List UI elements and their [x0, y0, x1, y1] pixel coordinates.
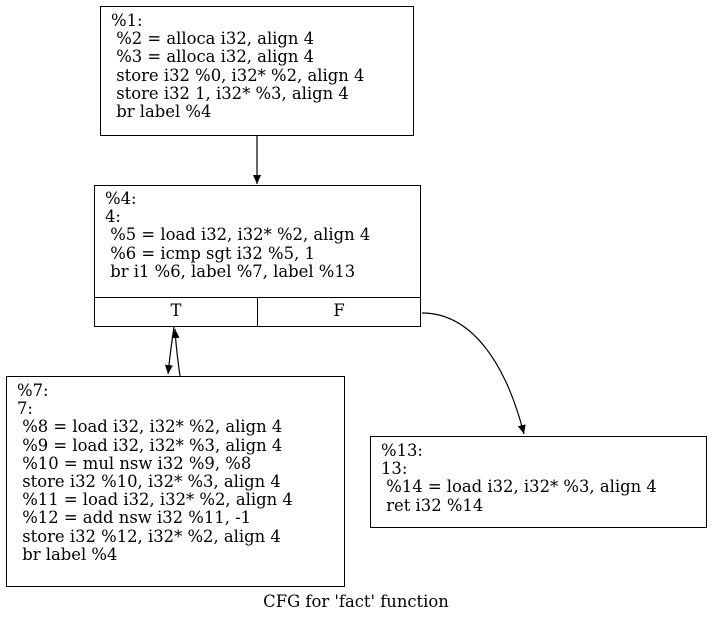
basic-block-4-code: %4: 4: %5 = load i32, i32* %2, align 4 %… — [105, 189, 371, 281]
port-true: T — [170, 301, 182, 320]
branch-ports: T F — [95, 297, 420, 326]
basic-block-13-code: %13: 13: %14 = load i32, i32* %3, align … — [381, 441, 657, 515]
basic-block-7: %7: 7: %8 = load i32, i32* %2, align 4 %… — [6, 376, 345, 587]
edge-4-false-to-13 — [421, 312, 526, 435]
diagram-caption: CFG for 'fact' function — [263, 592, 449, 611]
edge-7-to-4 — [171, 328, 181, 377]
edge-4-true-to-7 — [164, 326, 175, 375]
port-false: F — [257, 298, 420, 326]
basic-block-1-code: %1: %2 = alloca i32, align 4 %3 = alloca… — [111, 11, 365, 122]
basic-block-4: %4: 4: %5 = load i32, i32* %2, align 4 %… — [94, 185, 421, 327]
basic-block-1: %1: %2 = alloca i32, align 4 %3 = alloca… — [100, 6, 414, 136]
basic-block-7-code: %7: 7: %8 = load i32, i32* %2, align 4 %… — [17, 381, 293, 564]
basic-block-13: %13: 13: %14 = load i32, i32* %3, align … — [370, 436, 707, 528]
